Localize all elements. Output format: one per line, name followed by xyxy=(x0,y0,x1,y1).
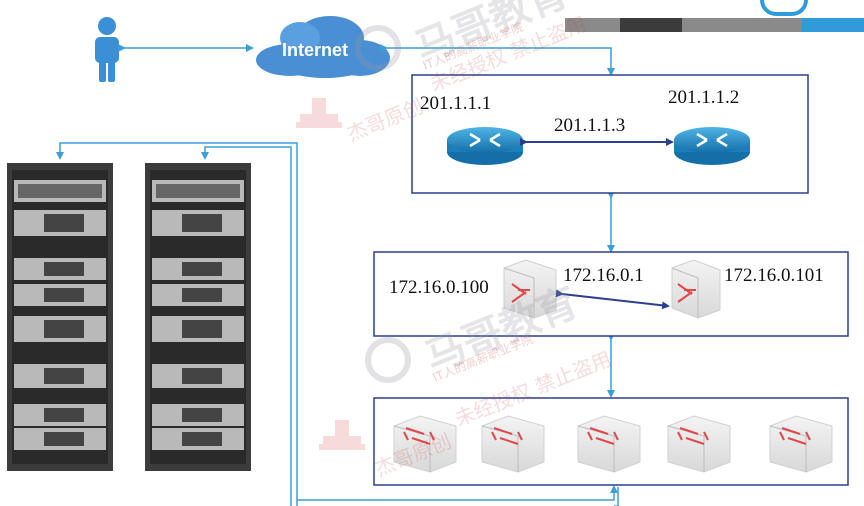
header-bar-segment-3 xyxy=(682,18,802,32)
access-link-a xyxy=(297,485,618,501)
header-bar-segment-4 xyxy=(802,18,864,32)
rack2-link xyxy=(201,146,292,506)
watermark-logo-1 xyxy=(355,25,401,71)
rack1-link xyxy=(56,142,298,506)
router-1-icon xyxy=(447,127,523,165)
router-2-ip-label: 201.1.1.2 xyxy=(668,87,740,108)
server-rack-2 xyxy=(145,163,251,471)
internet-label: Internet xyxy=(282,40,348,60)
access-switch-2-icon xyxy=(481,415,545,473)
header-bar-segment-1 xyxy=(565,18,620,32)
server-rack-1 xyxy=(7,163,113,471)
core-vip-link xyxy=(555,289,670,310)
core-switch-2-icon xyxy=(671,259,721,319)
router-2-icon xyxy=(674,127,750,165)
internet-cloud-icon xyxy=(256,16,390,78)
access-switch-1-icon xyxy=(393,415,457,473)
header-bar-segment-2 xyxy=(620,18,682,32)
router-1-ip-label: 201.1.1.1 xyxy=(420,93,492,114)
access-switch-4-icon xyxy=(667,415,731,473)
router-vip-label: 201.1.1.3 xyxy=(554,115,626,136)
core-switch-1-ip-label: 172.16.0.100 xyxy=(389,277,489,298)
access-switch-5-icon xyxy=(769,415,833,473)
core-switch-1-icon xyxy=(503,259,557,319)
watermark-stamp-1 xyxy=(296,98,342,128)
user-icon xyxy=(95,17,119,82)
watermark-stamp-2 xyxy=(319,420,365,450)
core-switch-2-ip-label: 172.16.0.101 xyxy=(724,265,824,286)
access-switch-3-icon xyxy=(577,415,641,473)
watermark-logo-2 xyxy=(365,337,411,383)
internet-router-link xyxy=(380,44,615,76)
access-link-b xyxy=(614,487,619,506)
core-vip-label: 172.16.0.1 xyxy=(563,265,644,286)
